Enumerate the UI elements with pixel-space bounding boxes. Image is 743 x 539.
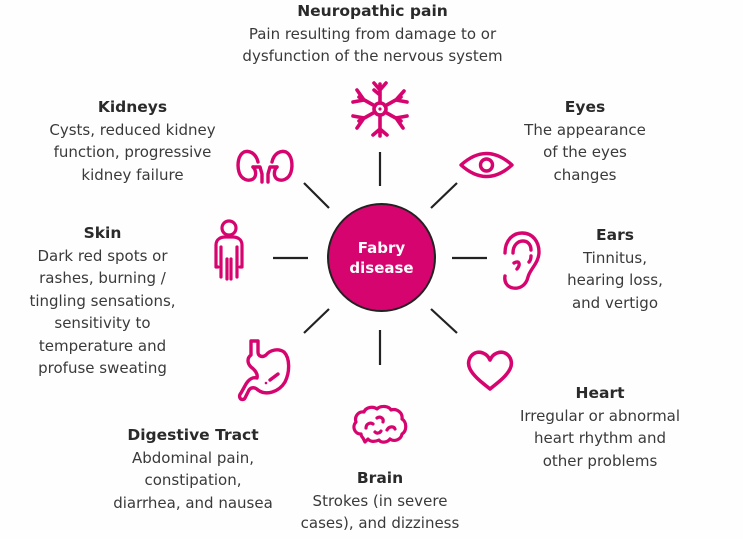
- block-ears: Ears Tinnitus, hearing loss, and vertigo: [545, 224, 685, 314]
- desc-digestive-tract: Abdominal pain, constipation, diarrhea, …: [113, 448, 273, 512]
- stomach-icon: [237, 338, 292, 404]
- title-brain: Brain: [356, 469, 404, 487]
- block-digestive-tract: Digestive Tract Abdominal pain, constipa…: [103, 424, 283, 514]
- desc-ears: Tinnitus, hearing loss, and vertigo: [567, 248, 663, 312]
- block-brain: Brain Strokes (in severe cases), and diz…: [295, 467, 465, 535]
- spoke-bottom-right: [430, 308, 458, 334]
- ear-icon: [500, 231, 542, 291]
- block-neuropathic-pain: Neuropathic pain Pain resulting from dam…: [200, 0, 545, 68]
- brain-icon: [351, 404, 409, 444]
- block-eyes: Eyes The appearance of the eyes changes: [505, 96, 665, 186]
- block-kidneys: Kidneys Cysts, reduced kidney function, …: [40, 96, 225, 186]
- spoke-top-left: [303, 182, 330, 209]
- title-neuropathic-pain: Neuropathic pain: [297, 2, 448, 20]
- kidneys-icon: [236, 148, 294, 184]
- spoke-bottom-left: [303, 308, 330, 334]
- desc-eyes: The appearance of the eyes changes: [524, 120, 646, 184]
- desc-heart: Irregular or abnormal heart rhythm and o…: [519, 406, 681, 470]
- center-hub-fabry-disease: Fabry disease: [327, 203, 436, 312]
- title-ears: Ears: [596, 226, 634, 244]
- heart-icon: [466, 350, 514, 392]
- eye-icon: [458, 150, 515, 180]
- title-kidneys: Kidneys: [97, 98, 168, 116]
- title-heart: Heart: [575, 384, 625, 402]
- person-icon: [213, 219, 245, 281]
- spoke-top-right: [430, 182, 458, 209]
- desc-neuropathic-pain: Pain resulting from damage to or dysfunc…: [242, 24, 503, 66]
- desc-skin: Dark red spots or rashes, burning / ting…: [29, 246, 176, 378]
- title-eyes: Eyes: [564, 98, 606, 116]
- desc-kidneys: Cysts, reduced kidney function, progress…: [49, 120, 216, 184]
- title-digestive-tract: Digestive Tract: [127, 426, 259, 444]
- title-skin: Skin: [83, 224, 122, 242]
- block-heart: Heart Irregular or abnormal heart rhythm…: [505, 382, 695, 472]
- desc-brain: Strokes (in severe cases), and dizziness: [300, 491, 460, 533]
- block-skin: Skin Dark red spots or rashes, burning /…: [20, 222, 185, 380]
- neuron-icon: [349, 78, 411, 140]
